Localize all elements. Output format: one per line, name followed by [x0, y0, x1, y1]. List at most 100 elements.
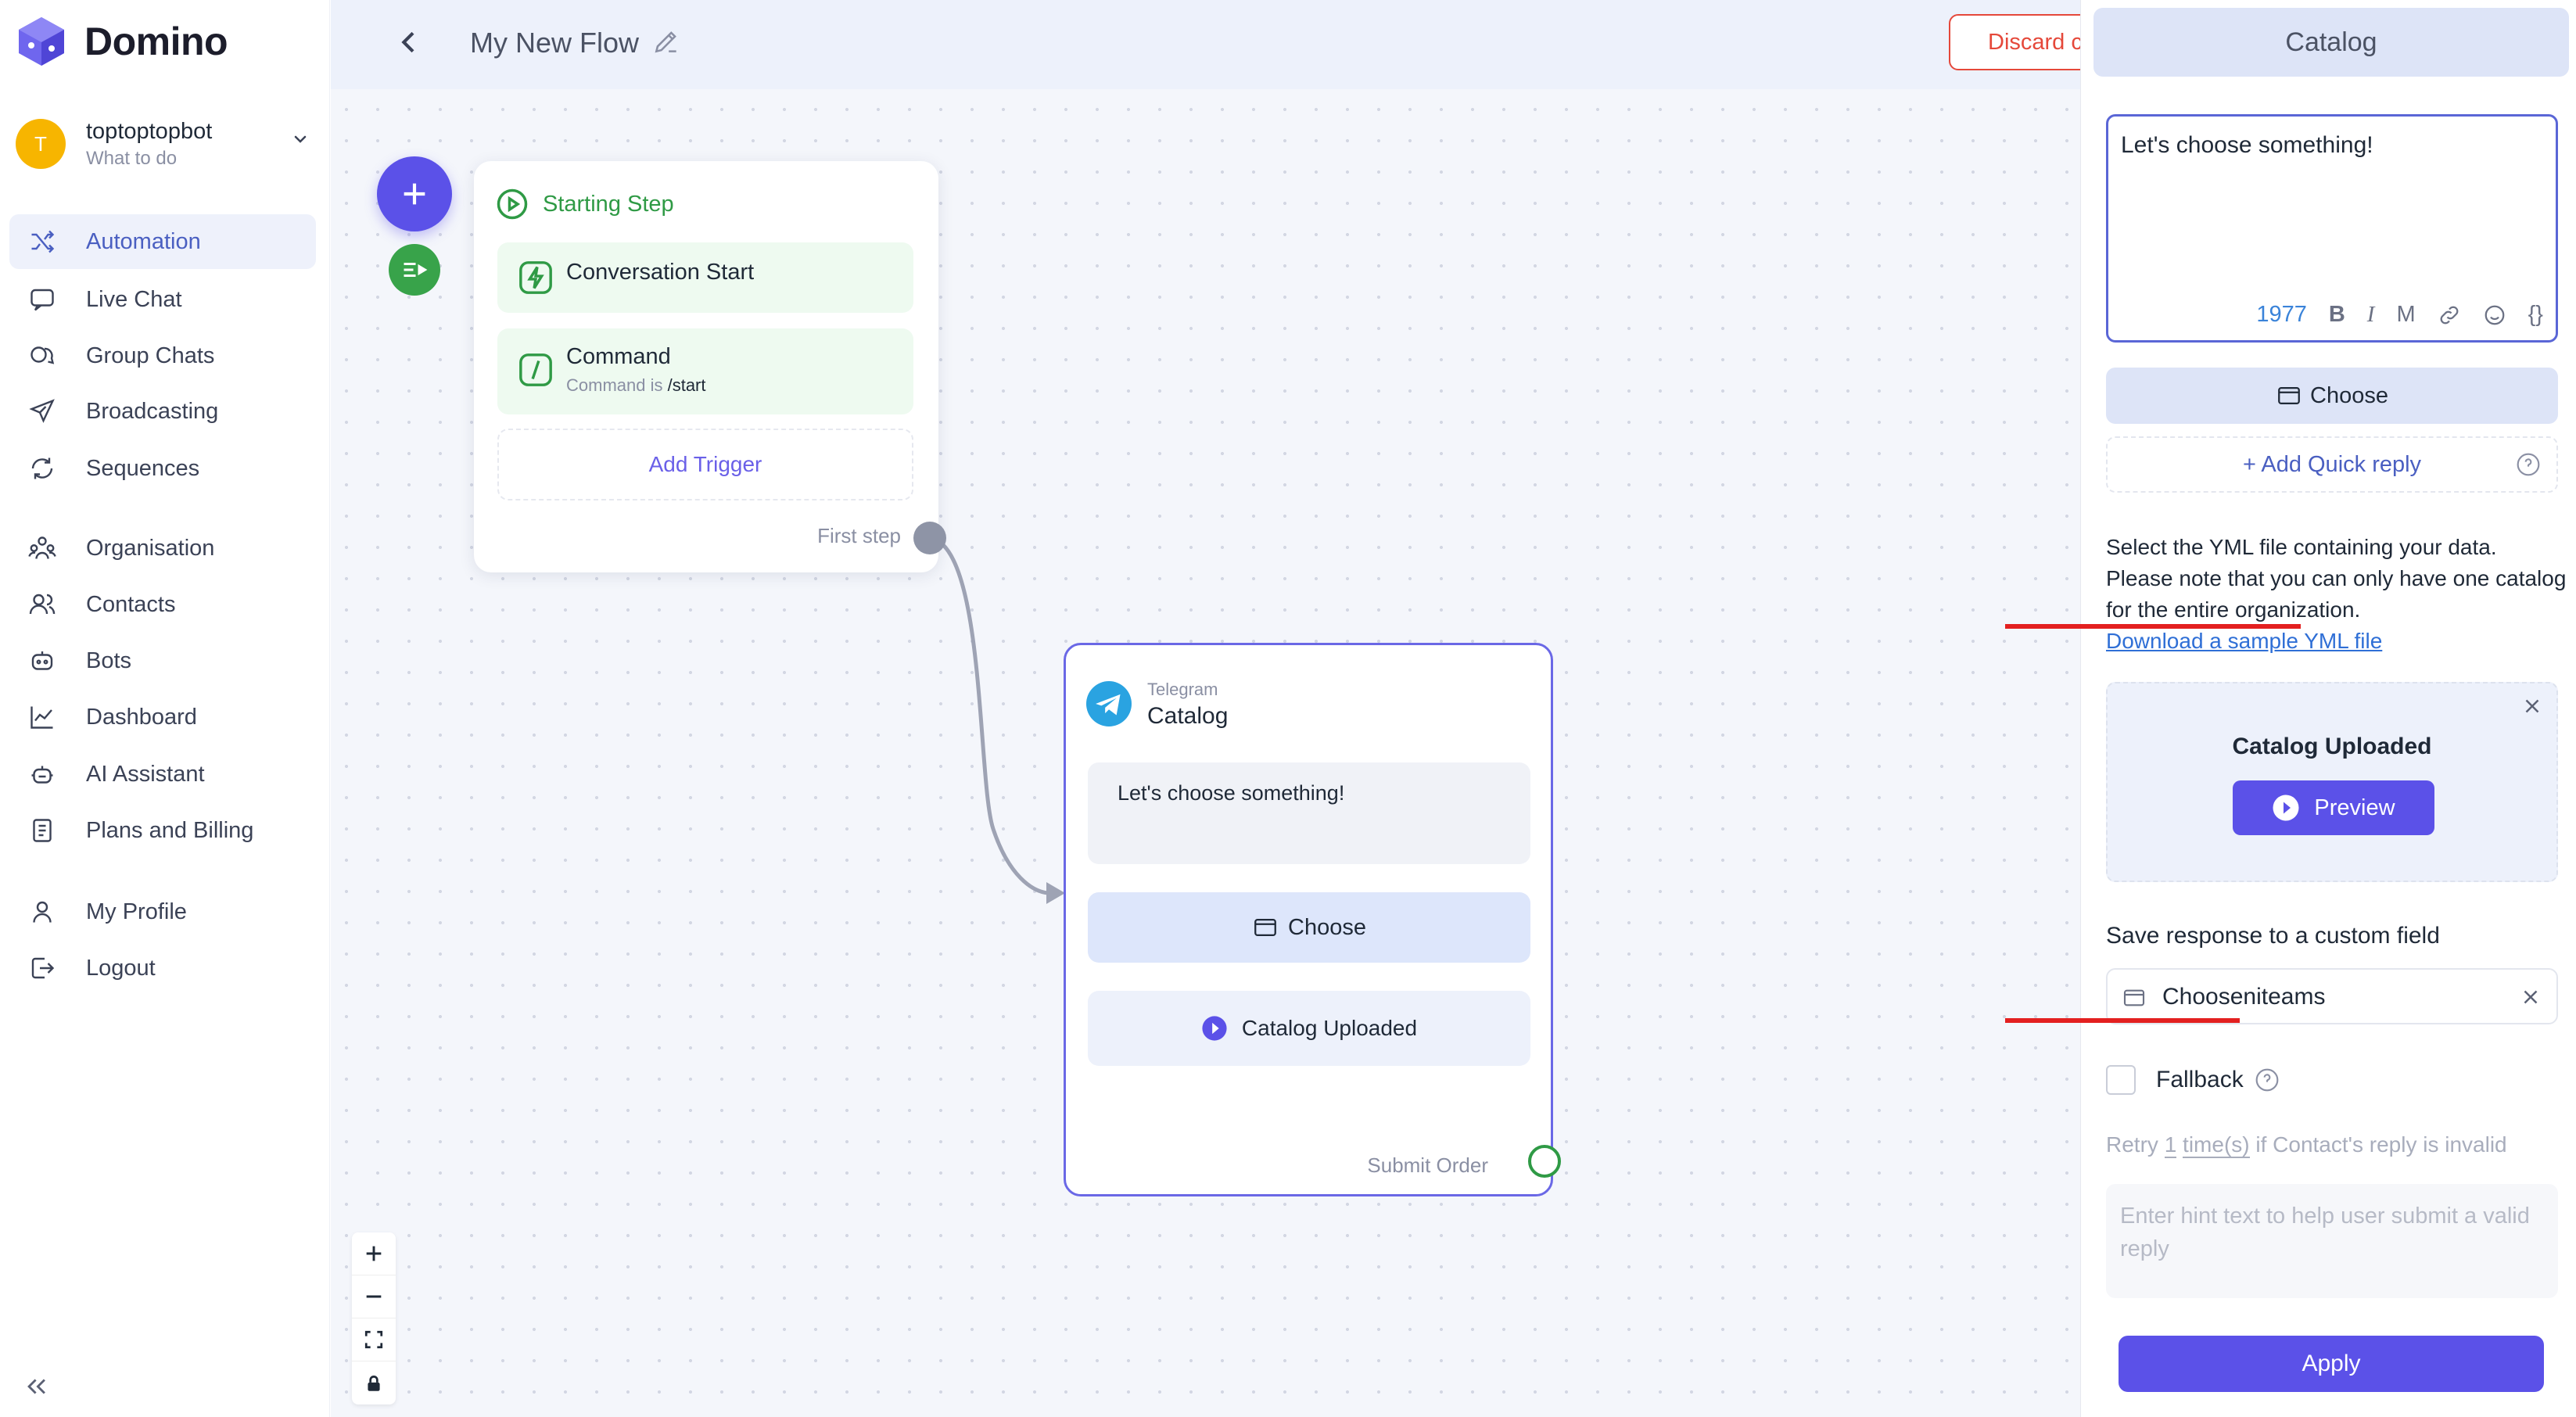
first-step-label: First step: [817, 524, 901, 547]
lock-button[interactable]: [352, 1361, 396, 1404]
sidebar-item-label: Logout: [86, 955, 156, 981]
domino-logo-icon: [19, 17, 64, 66]
submit-order-port[interactable]: [1528, 1145, 1561, 1178]
submit-order-label: Submit Order: [1367, 1153, 1488, 1177]
download-sample-link[interactable]: Download a sample YML file: [2106, 629, 2383, 653]
plus-icon: [366, 1246, 382, 1261]
fit-view-button[interactable]: [352, 1318, 396, 1361]
zoom-in-button[interactable]: [352, 1232, 396, 1275]
logo[interactable]: Domino: [16, 16, 228, 67]
sidebar-item-my-profile[interactable]: My Profile: [9, 884, 316, 939]
sidebar-item-label: Dashboard: [86, 704, 197, 730]
sidebar-item-contacts[interactable]: Contacts: [9, 577, 316, 632]
apply-button[interactable]: Apply: [2119, 1336, 2544, 1392]
logout-icon: [31, 957, 55, 979]
slash-command-icon: [519, 353, 552, 386]
catalog-uploaded-item[interactable]: Catalog Uploaded: [1088, 991, 1530, 1066]
flow-title: My New Flow: [470, 27, 640, 59]
window-icon: [2278, 386, 2300, 405]
bold-button[interactable]: B: [2328, 302, 2345, 327]
info-text: Select the YML file containing your data…: [2106, 535, 2567, 622]
step-title: Catalog: [1147, 703, 1229, 729]
sidebar-item-label: Plans and Billing: [86, 817, 254, 843]
sidebar-item-broadcasting[interactable]: Broadcasting: [9, 384, 316, 439]
sidebar-item-label: Sequences: [86, 455, 200, 481]
sidebar-item-dashboard[interactable]: Dashboard: [9, 690, 316, 744]
trigger-command[interactable]: Command Command is /start: [497, 328, 913, 414]
catalog-uploaded-label: Catalog Uploaded: [1241, 1016, 1418, 1040]
custom-field-select[interactable]: Chooseniteams: [2106, 968, 2558, 1024]
platform-label: Telegram: [1147, 680, 1218, 699]
back-arrow-icon[interactable]: [393, 27, 425, 58]
avatar: T: [16, 119, 66, 169]
retry-prefix: Retry: [2106, 1132, 2165, 1157]
sidebar-item-plans-billing[interactable]: Plans and Billing: [9, 803, 316, 858]
retry-count-input[interactable]: 1: [2164, 1132, 2177, 1158]
play-circle-icon: [497, 188, 528, 220]
contacts-icon: [29, 594, 56, 615]
bolt-icon: [519, 261, 552, 294]
sidebar-item-organisation[interactable]: Organisation: [9, 521, 316, 576]
message-bubble: Let's choose something!: [1088, 762, 1530, 864]
monospace-button[interactable]: M: [2396, 302, 2416, 327]
preview-button[interactable]: Preview: [2233, 780, 2434, 835]
choose-button[interactable]: Choose: [2106, 368, 2558, 424]
catalog-info: Select the YML file containing your data…: [2106, 532, 2567, 657]
add-step-button[interactable]: [377, 156, 452, 231]
sidebar-item-label: My Profile: [86, 899, 187, 924]
emoji-icon[interactable]: [2483, 303, 2506, 327]
sidebar-item-label: Broadcasting: [86, 398, 219, 424]
variable-button[interactable]: {}: [2528, 302, 2543, 327]
play-circle-icon: [1202, 1016, 1227, 1041]
sidebar-item-sequences[interactable]: Sequences: [9, 441, 316, 496]
brand-name: Domino: [84, 20, 228, 63]
plus-icon: [404, 183, 425, 205]
choose-label: Choose: [2310, 382, 2388, 408]
trigger-label: Command: [566, 344, 671, 369]
sidebar-item-live-chat[interactable]: Live Chat: [9, 272, 316, 327]
clear-icon[interactable]: [2519, 985, 2542, 1009]
sidebar-item-automation[interactable]: Automation: [9, 214, 316, 269]
pencil-icon[interactable]: [651, 27, 681, 56]
close-icon[interactable]: [2520, 694, 2544, 718]
sidebar-item-label: Automation: [86, 228, 201, 254]
catalog-uploaded-title: Catalog Uploaded: [2232, 734, 2432, 759]
italic-button[interactable]: I: [2366, 302, 2375, 327]
flow-topbar: My New Flow Discard c: [331, 0, 2105, 89]
organisation-icon: [28, 536, 56, 559]
window-icon: [1254, 918, 1276, 937]
sidebar-item-label: Organisation: [86, 535, 215, 561]
sidebar-item-ai-assistant[interactable]: AI Assistant: [9, 747, 316, 802]
add-quick-reply-button[interactable]: + Add Quick reply: [2106, 436, 2558, 493]
shuffle-icon: [31, 230, 55, 253]
hint-textarea[interactable]: Enter hint text to help user submit a va…: [2106, 1184, 2558, 1298]
sidebar-item-label: Contacts: [86, 591, 176, 617]
catalog-step-card[interactable]: Telegram Catalog Let's choose something!…: [1064, 643, 1553, 1196]
choose-button-preview[interactable]: Choose: [1088, 892, 1530, 963]
link-icon[interactable]: [2438, 303, 2461, 327]
fallback-checkbox[interactable]: [2106, 1065, 2136, 1095]
message-text[interactable]: Let's choose something!: [2121, 132, 2373, 158]
custom-field-value: Chooseniteams: [2162, 984, 2326, 1010]
collapse-sidebar-icon[interactable]: [23, 1373, 50, 1400]
starting-step-card[interactable]: Starting Step Conversation Start Command…: [474, 161, 938, 572]
trigger-conversation-start[interactable]: Conversation Start: [497, 242, 913, 313]
sidebar-item-bots[interactable]: Bots: [9, 633, 316, 688]
output-port[interactable]: [913, 522, 946, 554]
catalog-upload-box: Catalog Uploaded Preview: [2106, 682, 2558, 882]
group-chat-icon: [30, 346, 55, 364]
retry-setting: Retry 1 time(s) if Contact's reply is in…: [2106, 1132, 2507, 1158]
help-circle-icon[interactable]: [2516, 452, 2541, 477]
fallback-option[interactable]: Fallback: [2106, 1065, 2280, 1095]
play-circle-icon: [2273, 795, 2299, 821]
zoom-out-button[interactable]: [352, 1275, 396, 1318]
sidebar-item-group-chats[interactable]: Group Chats: [9, 328, 316, 383]
flow-settings-button[interactable]: [389, 244, 440, 296]
account-switcher[interactable]: T toptoptopbot What to do: [16, 116, 321, 172]
discard-button[interactable]: Discard c: [1949, 14, 2105, 70]
add-trigger-button[interactable]: Add Trigger: [497, 429, 913, 500]
message-editor[interactable]: Let's choose something! 1977 B I M {}: [2106, 114, 2558, 343]
help-circle-icon[interactable]: [2255, 1067, 2280, 1092]
user-icon: [33, 901, 52, 923]
sidebar-item-logout[interactable]: Logout: [9, 941, 316, 995]
